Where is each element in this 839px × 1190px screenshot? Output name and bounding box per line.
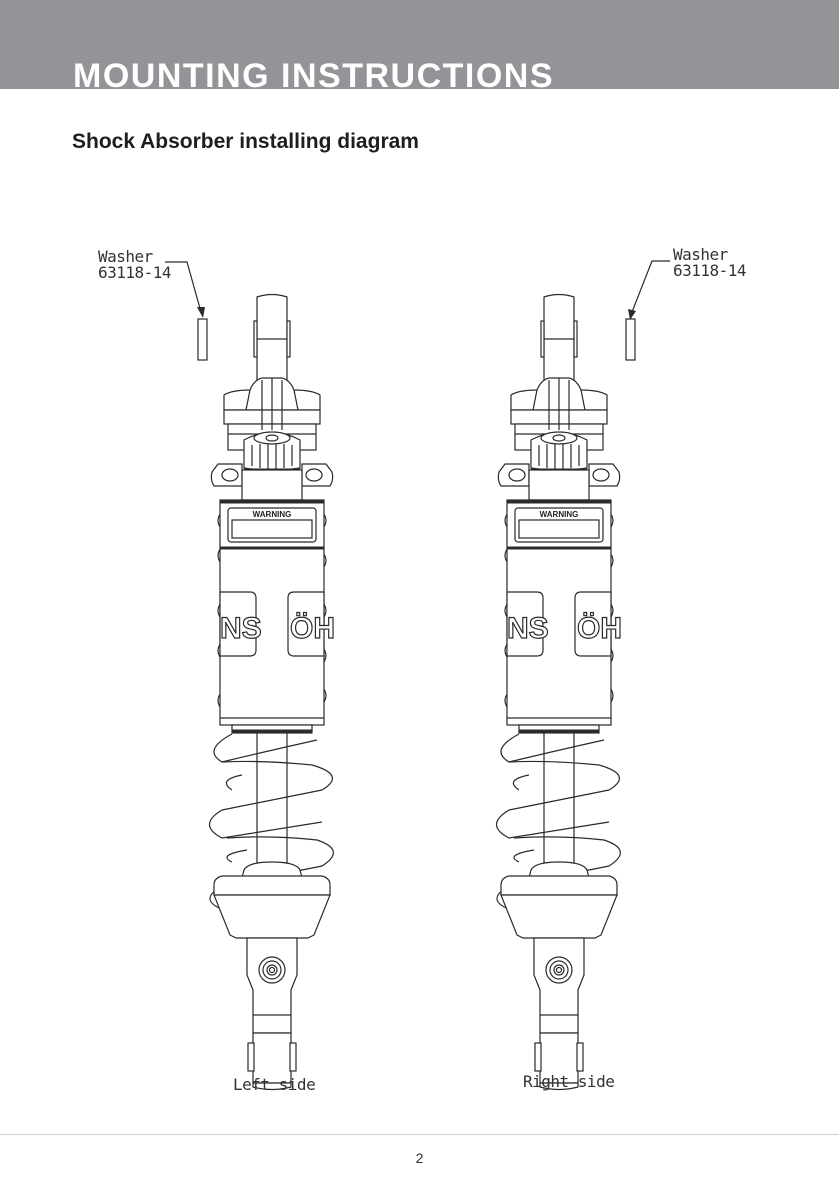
- left-washer-part-number: 63118-14: [98, 263, 171, 282]
- left-washer-callout: Washer 63118-14: [98, 247, 208, 361]
- footer-divider: [0, 1134, 839, 1135]
- left-arrowhead-icon: [197, 307, 205, 318]
- left-logo-ns: NS: [220, 612, 262, 645]
- left-shock-drawing: NS ÖH: [208, 293, 336, 1091]
- page-title: MOUNTING INSTRUCTIONS: [73, 57, 555, 89]
- right-logo-oh: ÖH: [577, 612, 622, 645]
- right-shock-drawing: NS ÖH: [495, 293, 623, 1091]
- right-washer-callout: Washer 63118-14: [625, 245, 747, 361]
- section-title: Shock Absorber installing diagram: [72, 130, 419, 153]
- right-side-caption: Right side: [523, 1072, 614, 1091]
- right-washer-part-number: 63118-14: [673, 261, 746, 280]
- left-logo-oh: ÖH: [290, 612, 335, 645]
- right-logo-ns: NS: [507, 612, 549, 645]
- header-band: MOUNTING INSTRUCTIONS: [0, 0, 839, 89]
- left-side-caption: Left side: [233, 1075, 315, 1094]
- shock-absorber-diagram: WARNING: [98, 245, 747, 1094]
- page-number: 2: [415, 1150, 424, 1166]
- right-arrowhead-icon: [628, 309, 636, 320]
- right-washer: [625, 318, 636, 361]
- left-washer-label: Washer: [98, 247, 154, 266]
- left-washer: [197, 318, 208, 361]
- right-washer-label: Washer: [673, 245, 729, 264]
